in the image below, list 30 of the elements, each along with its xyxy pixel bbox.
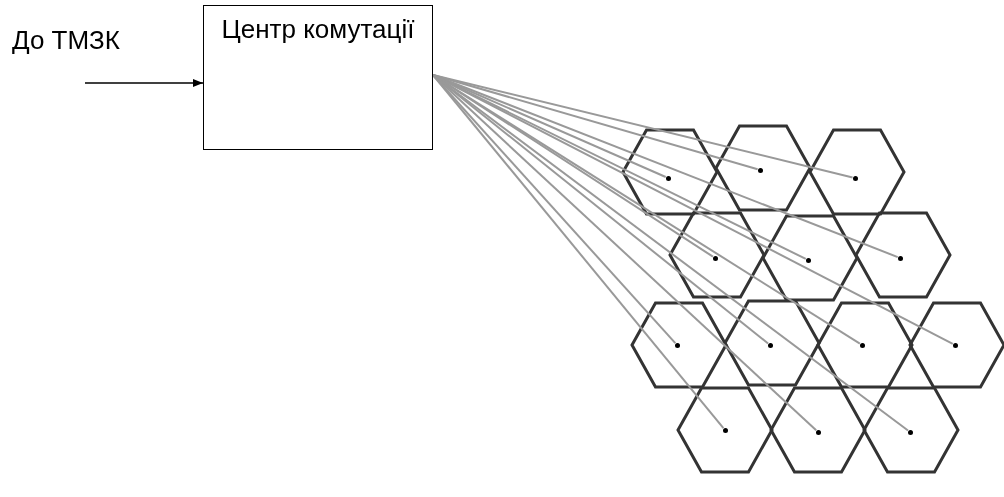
antenna-dot: [805, 257, 811, 263]
cell-hexagon: [856, 213, 950, 297]
process-box: [203, 5, 433, 150]
box-label: Центр комутації: [220, 14, 416, 45]
cell-hexagon: [771, 388, 865, 472]
arrow: [84, 79, 204, 87]
cell-hexagon: [670, 213, 764, 297]
antenna-dot: [674, 342, 680, 348]
antenna-dot: [722, 427, 728, 433]
cell-hexagon: [632, 303, 726, 387]
connection-line: [432, 74, 854, 179]
antenna-dot: [859, 342, 865, 348]
cell-hexagon: [818, 303, 912, 387]
antenna-dot: [815, 429, 821, 435]
cell-hexagon: [725, 301, 819, 385]
antenna-dot: [952, 342, 958, 348]
cell-hexagon: [810, 130, 904, 214]
cell-hexagon: [910, 303, 1004, 387]
cell-hexagon: [763, 216, 857, 300]
cell-hexagon: [678, 388, 772, 472]
antenna-dot: [897, 255, 903, 261]
antenna-dot: [665, 175, 671, 181]
cell-hexagon: [623, 130, 717, 214]
cell-hexagon: [864, 388, 958, 472]
antenna-dot: [767, 342, 773, 348]
antenna-dot: [852, 175, 858, 181]
antenna-dot: [757, 167, 763, 173]
cell-hexagon: [716, 126, 810, 210]
antenna-dot: [907, 429, 913, 435]
antenna-dot: [712, 255, 718, 261]
